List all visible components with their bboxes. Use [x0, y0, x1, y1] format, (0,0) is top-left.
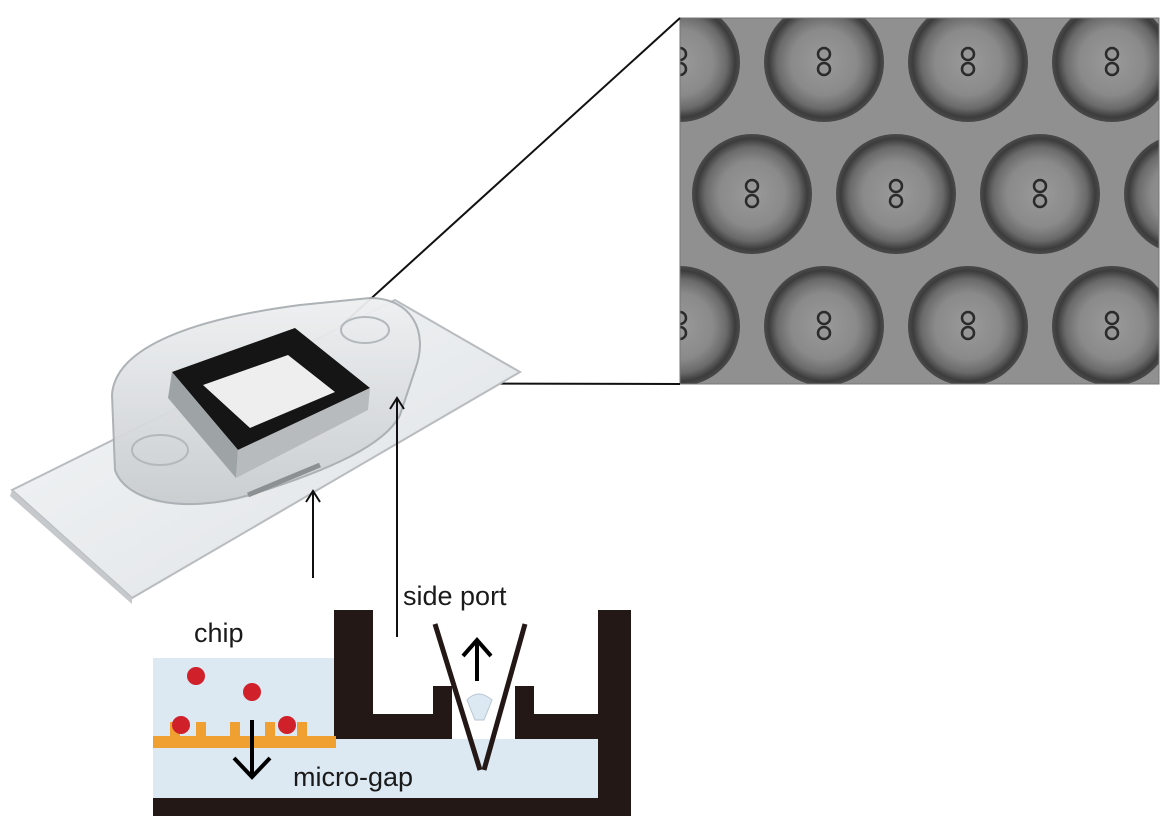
- pipette-left-wall: [432, 623, 483, 771]
- well-floor-left: [334, 714, 433, 739]
- filter-pillar: [297, 722, 307, 737]
- device-wall: [153, 610, 631, 816]
- housing-port-left: [131, 434, 189, 466]
- filter-membrane: [153, 736, 336, 748]
- pointer-arrow-port-head: [389, 396, 405, 410]
- cell: [243, 683, 261, 701]
- pointer-arrow-chip-head: [305, 489, 321, 503]
- cell: [172, 716, 190, 734]
- chip-side-wall: [168, 372, 238, 478]
- filter-pillar: [230, 722, 240, 737]
- right-outer-wall: [598, 610, 631, 810]
- micrograph-border: [679, 17, 1160, 385]
- micrograph-image: [680, 18, 1159, 384]
- label-chip: chip: [194, 618, 244, 648]
- micrograph-panel: [679, 17, 1160, 385]
- glass-slide-edge: [10, 490, 132, 604]
- device-photo: [10, 296, 522, 604]
- filter-pillar: [196, 722, 206, 737]
- label-side-port: side port: [403, 581, 507, 611]
- cell: [187, 667, 205, 685]
- filter-pillar: [265, 722, 275, 737]
- slide-edge-mark: [247, 462, 321, 498]
- housing-port-right: [340, 316, 390, 344]
- down-arrow-icon: [232, 720, 272, 780]
- cross-section-schematic: chip side port micro-gap: [153, 581, 631, 816]
- cells: [172, 667, 296, 734]
- bottom-wall: [153, 798, 631, 816]
- pointer-arrows: [305, 396, 405, 637]
- pipette-droplet: [466, 693, 493, 721]
- micro-gap-liquid: [153, 739, 618, 798]
- pipette-right-wall: [481, 623, 528, 771]
- well-post-left: [433, 686, 452, 739]
- chip-front-wall: [236, 388, 370, 478]
- label-micro-gap: micro-gap: [293, 762, 413, 792]
- cell: [278, 716, 296, 734]
- side-port-pipette: [432, 623, 528, 771]
- chip-window: [203, 355, 335, 428]
- up-arrow-icon: [461, 636, 493, 681]
